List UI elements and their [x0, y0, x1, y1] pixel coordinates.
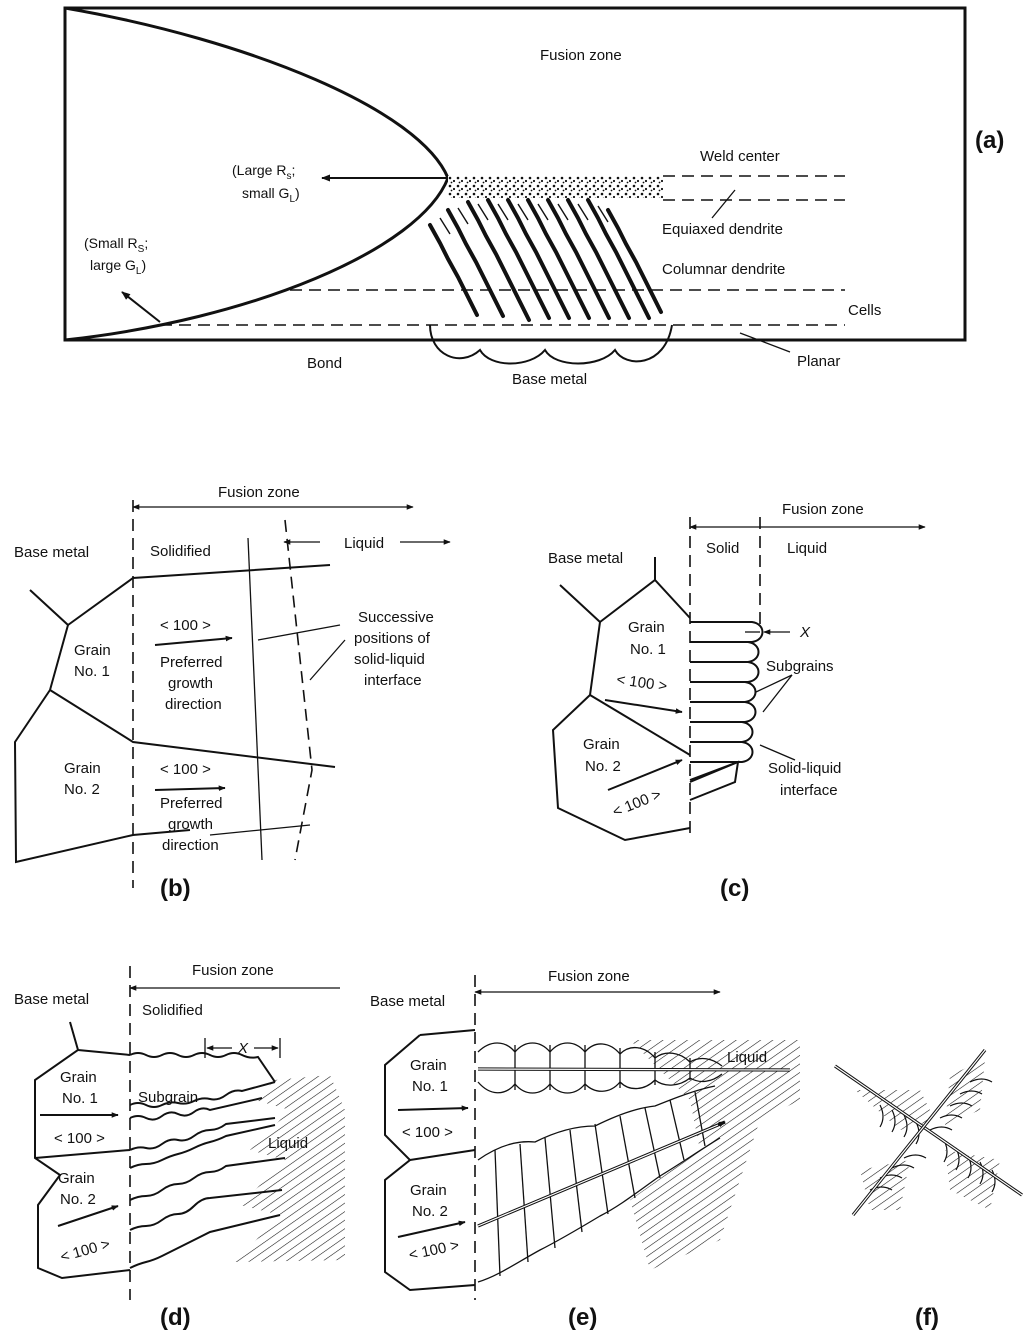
- x-label-d: X: [237, 1040, 249, 1057]
- dir-100-label-e1: < 100 >: [402, 1124, 453, 1141]
- grain2-label-e: Grain: [410, 1182, 447, 1199]
- grain2-no-label-d: No. 2: [60, 1191, 96, 1208]
- panel-c: Fusion zone Base metal Solid Liquid X Gr…: [548, 501, 925, 902]
- large-gl-label: large GL): [90, 257, 146, 277]
- interface-label-2: interface: [780, 782, 838, 799]
- fusion-zone-label-a: Fusion zone: [540, 47, 622, 64]
- solid-label-c: Solid: [706, 540, 739, 557]
- interface-label-1: Solid-liquid: [768, 760, 841, 777]
- small-rs-label: (Small RS;: [84, 235, 148, 255]
- grain1-label-b: Grain: [74, 642, 111, 659]
- direction-label-b1: direction: [165, 696, 222, 713]
- panel-e-id: (e): [568, 1304, 597, 1331]
- dir-100-label-c1: < 100 >: [615, 671, 668, 695]
- grain1-no-label-e: No. 1: [412, 1078, 448, 1095]
- preferred-label-b2: Preferred: [160, 795, 223, 812]
- small-gl-label: small GL): [242, 185, 300, 205]
- grain2-no-label-e: No. 2: [412, 1203, 448, 1220]
- subgrains-label: Subgrains: [766, 658, 834, 675]
- solidified-label-b: Solidified: [150, 543, 211, 560]
- base-metal-label-c: Base metal: [548, 550, 623, 567]
- grain2-label-c: Grain: [583, 736, 620, 753]
- base-metal-label-d: Base metal: [14, 991, 89, 1008]
- equiaxed-dendrite-label: Equiaxed dendrite: [662, 221, 783, 238]
- successive-label-4: interface: [364, 672, 422, 689]
- dir-100-label-d1: < 100 >: [54, 1130, 105, 1147]
- small-rs-arrow: [122, 292, 160, 322]
- liquid-label-d: Liquid: [268, 1135, 308, 1152]
- panel-a-id: (a): [975, 127, 1004, 154]
- subgrain-label: Subgrain: [138, 1089, 198, 1106]
- bond-label: Bond: [307, 355, 342, 372]
- growth-label-b1: growth: [168, 675, 213, 692]
- subgrain-cells: [690, 622, 763, 800]
- fusion-zone-label-e: Fusion zone: [548, 968, 630, 985]
- panel-e: Fusion zone Base metal Grain No. 1 < 100…: [370, 968, 800, 1331]
- liquid-label-e: Liquid: [727, 1049, 767, 1066]
- panel-a: Fusion zone (Large Rs; small GL) (Small …: [65, 8, 1004, 388]
- panel-b: Fusion zone Base metal Solidified Liquid…: [14, 484, 450, 902]
- dir-100-label-b2: < 100 >: [160, 761, 211, 778]
- weld-center-label: Weld center: [700, 148, 780, 165]
- planar-fronts: [430, 325, 672, 364]
- grain1-no-label-d: No. 1: [62, 1090, 98, 1107]
- dir-100-label-d2: < 100 >: [58, 1235, 112, 1265]
- cells-label: Cells: [848, 302, 881, 319]
- successive-label-1: Successive: [358, 609, 434, 626]
- grain2-no-label-b: No. 2: [64, 781, 100, 798]
- x-label-c: X: [799, 624, 811, 641]
- successive-label-2: positions of: [354, 630, 431, 647]
- panel-b-id: (b): [160, 875, 191, 902]
- equiaxed-zone: [448, 176, 663, 198]
- panel-f-id: (f): [915, 1304, 939, 1331]
- liquid-label-b: Liquid: [344, 535, 384, 552]
- base-metal-label-a: Base metal: [512, 371, 587, 388]
- base-metal-label-b: Base metal: [14, 544, 89, 561]
- grain1-no-label-c: No. 1: [630, 641, 666, 658]
- liquid-hatch-d: [235, 1075, 345, 1262]
- planar-label: Planar: [797, 353, 840, 370]
- fusion-zone-label-b: Fusion zone: [218, 484, 300, 501]
- grain1-label-e: Grain: [410, 1057, 447, 1074]
- grain1-label-d: Grain: [60, 1069, 97, 1086]
- dir-100-label-e2: < 100 >: [407, 1237, 461, 1264]
- panel-c-id: (c): [720, 875, 749, 902]
- fusion-zone-label-d: Fusion zone: [192, 962, 274, 979]
- direction-label-b2: direction: [162, 837, 219, 854]
- grain1-label-c: Grain: [628, 619, 665, 636]
- liquid-label-c: Liquid: [787, 540, 827, 557]
- panel-d-id: (d): [160, 1304, 191, 1331]
- solidified-label-d: Solidified: [142, 1002, 203, 1019]
- large-rs-label: (Large Rs;: [232, 162, 295, 182]
- grain2-label-d: Grain: [58, 1170, 95, 1187]
- dir-100-label-c2: < 100 >: [610, 786, 664, 821]
- growth-label-b2: growth: [168, 816, 213, 833]
- columnar-dendrite-label: Columnar dendrite: [662, 261, 785, 278]
- panel-f: (f): [835, 1050, 1022, 1331]
- successive-label-3: solid-liquid: [354, 651, 425, 668]
- panel-d: Fusion zone Base metal Solidified X Grai…: [14, 962, 345, 1331]
- grain1-no-label-b: No. 1: [74, 663, 110, 680]
- dir-100-label-b1: < 100 >: [160, 617, 211, 634]
- fusion-zone-label-c: Fusion zone: [782, 501, 864, 518]
- base-metal-label-e: Base metal: [370, 993, 445, 1010]
- grain2-no-label-c: No. 2: [585, 758, 621, 775]
- grain2-label-b: Grain: [64, 760, 101, 777]
- preferred-label-b1: Preferred: [160, 654, 223, 671]
